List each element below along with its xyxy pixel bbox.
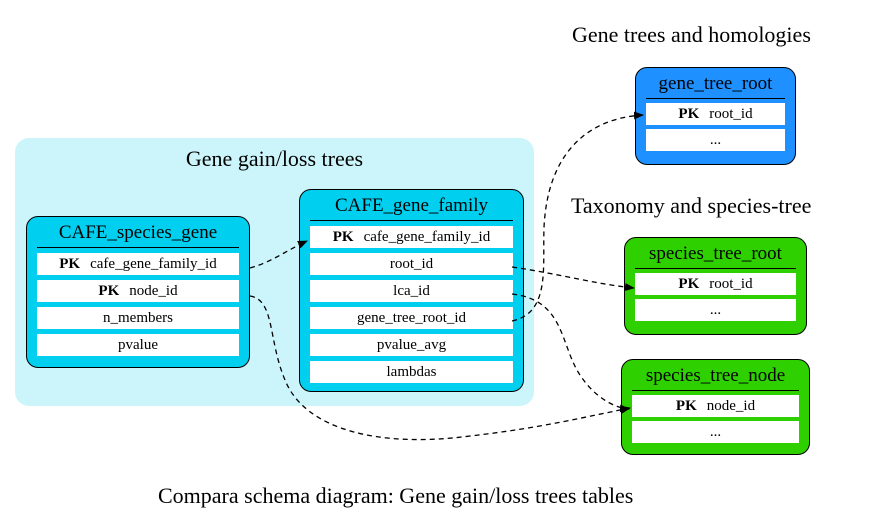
field-cafe-gene-family-id[interactable]: PK cafe_gene_family_id [37, 253, 239, 275]
edge-species-gene-to-gene-family [249, 240, 308, 269]
field-ellipsis: ... [646, 129, 785, 151]
field-name: cafe_gene_family_id [90, 256, 217, 272]
field-root-id[interactable]: root_id [310, 253, 513, 275]
field-name: ... [709, 424, 722, 440]
group-label-homologies: Gene trees and homologies [572, 22, 811, 47]
pk-marker: PK [678, 106, 700, 122]
field-lca-id[interactable]: lca_id [310, 280, 513, 302]
field-root-id[interactable]: PK root_id [646, 103, 785, 125]
field-name: node_id [129, 283, 178, 299]
field-lambdas[interactable]: lambdas [310, 361, 513, 383]
field-ellipsis: ... [635, 299, 796, 321]
table-cafe-gene-family[interactable]: CAFE_gene_family PK cafe_gene_family_id r… [299, 189, 524, 392]
field-name: lambdas [386, 364, 437, 380]
field-node-id[interactable]: PK node_id [37, 280, 239, 302]
pk-marker: PK [332, 229, 354, 245]
field-pvalue[interactable]: pvalue [37, 334, 239, 356]
cluster-title: Gene gain/loss trees [185, 146, 364, 171]
table-title: species_tree_node [632, 360, 799, 391]
group-label-taxonomy: Taxonomy and species-tree [571, 193, 812, 218]
table-title: gene_tree_root [646, 68, 785, 99]
table-title: CAFE_gene_family [310, 190, 513, 221]
field-name: ... [709, 132, 722, 148]
field-name: ... [709, 302, 722, 318]
table-gene-tree-root[interactable]: gene_tree_root PK root_id ... [635, 67, 796, 165]
field-ellipsis: ... [632, 421, 799, 443]
field-name: root_id [709, 276, 753, 292]
field-n-members[interactable]: n_members [37, 307, 239, 329]
pk-marker: PK [98, 283, 120, 299]
pk-marker: PK [59, 256, 81, 272]
pk-marker: PK [678, 276, 700, 292]
field-name: root_id [389, 256, 434, 272]
field-node-id[interactable]: PK node_id [632, 395, 799, 417]
table-species-tree-node[interactable]: species_tree_node PK node_id ... [621, 359, 810, 455]
field-name: gene_tree_root_id [356, 310, 467, 326]
table-species-tree-root[interactable]: species_tree_root PK root_id ... [624, 237, 807, 335]
table-title: species_tree_root [635, 238, 796, 269]
field-cafe-gene-family-id[interactable]: PK cafe_gene_family_id [310, 226, 513, 248]
edge-lca-id-to-species-tree-node [511, 293, 630, 413]
field-name: node_id [706, 398, 756, 414]
field-root-id[interactable]: PK root_id [635, 273, 796, 295]
field-name: lca_id [393, 283, 430, 299]
edge-species-gene-node-to-species-tree-node [249, 295, 631, 441]
field-name: cafe_gene_family_id [363, 229, 491, 245]
field-name: pvalue [118, 337, 158, 353]
edge-root-id-to-species-tree-root [511, 266, 635, 292]
diagram-caption: Compara schema diagram: Gene gain/loss t… [158, 483, 634, 508]
pk-marker: PK [675, 398, 697, 414]
field-name: n_members [103, 310, 173, 326]
field-name: root_id [709, 106, 753, 122]
field-pvalue-avg[interactable]: pvalue_avg [310, 334, 513, 356]
table-title: CAFE_species_gene [37, 217, 239, 248]
field-name: pvalue_avg [376, 337, 447, 353]
field-gene-tree-root-id[interactable]: gene_tree_root_id [310, 307, 513, 329]
edge-gene-tree-root-id-to-gene-tree-root [511, 111, 644, 322]
